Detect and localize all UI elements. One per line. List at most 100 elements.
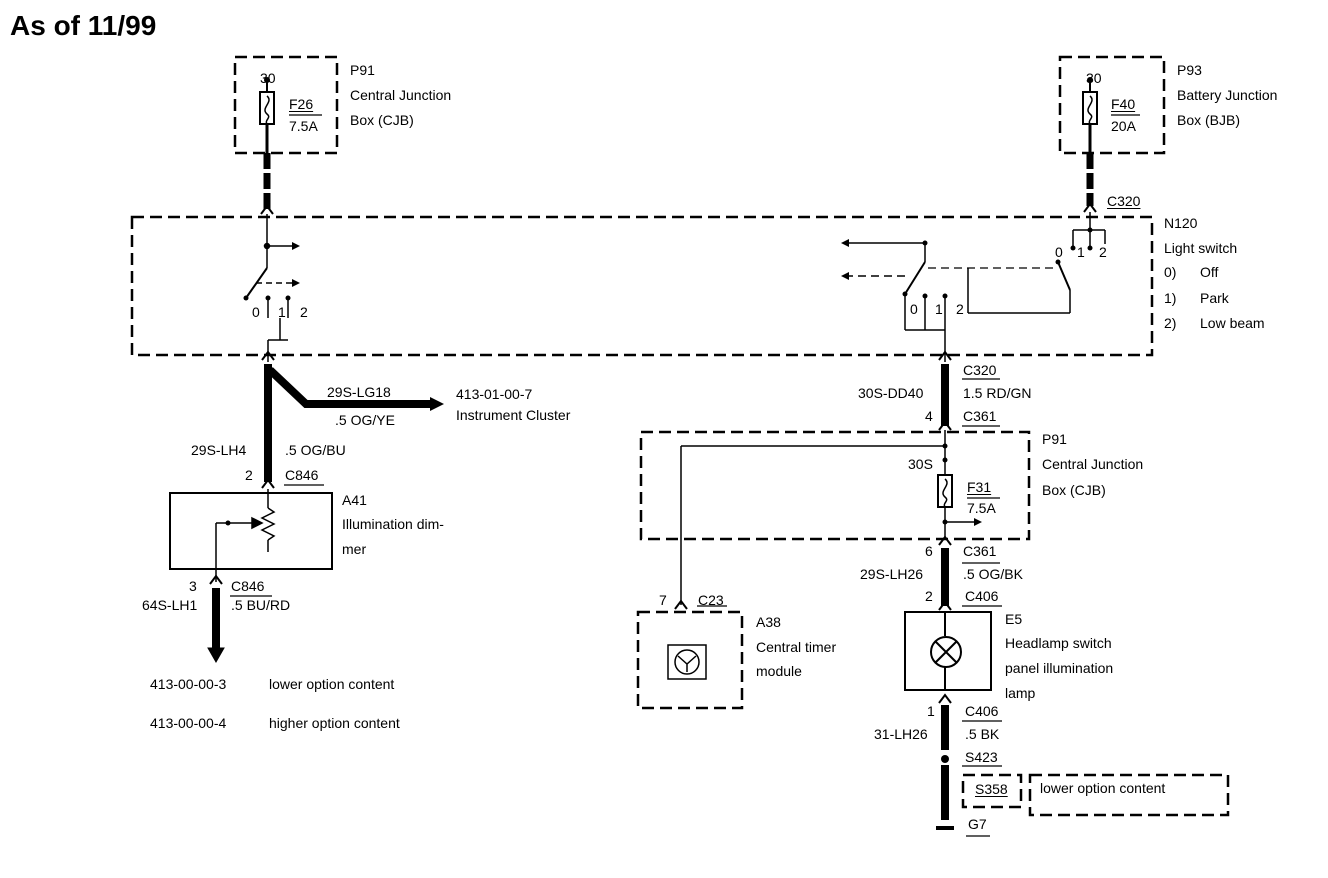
fuse-f40-symbol — [1082, 77, 1140, 153]
n120-id: N120 — [1164, 215, 1198, 231]
e5-box — [904, 611, 992, 691]
right-switch-pos-0: 0 — [910, 301, 918, 317]
a41-rheostat-symbol — [215, 489, 276, 582]
p91-top-box — [233, 55, 339, 155]
ref-code-0: 413-00-00-3 — [150, 676, 227, 692]
right-feed-connector-1: C320 — [963, 362, 997, 378]
right-switch-pos-1: 1 — [935, 301, 943, 317]
right-feed-wire — [938, 350, 952, 431]
dimmer-feed-wire-label: .5 OG/BU — [285, 442, 346, 458]
left-switch-symbol — [245, 214, 300, 362]
lamp-feed-wire-label: .5 OG/BK — [963, 566, 1023, 582]
legend-label-1: Park — [1200, 290, 1229, 306]
ground-g7: G7 — [968, 816, 987, 832]
p91-top-rating: 7.5A — [289, 118, 318, 134]
ref-text-1: higher option content — [269, 715, 400, 731]
rotary-pos-0: 0 — [1055, 244, 1063, 260]
legend-num-1: 1) — [1164, 290, 1177, 306]
ref-text-0: lower option content — [269, 676, 395, 692]
right-switch-pos-2: 2 — [956, 301, 964, 317]
rotary-pos-1: 1 — [1077, 244, 1085, 260]
p91-mid-fuse: F31 — [967, 479, 992, 495]
dimmer-out-wire: .5 BU/RD — [231, 597, 291, 613]
lamp-symbol — [930, 612, 962, 690]
a38-name-2: module — [756, 663, 802, 679]
ground-connector: C406 — [965, 703, 999, 719]
p93-fuse: F40 — [1111, 96, 1136, 112]
fuse-f26-symbol — [259, 77, 322, 153]
dimmer-feed-wire — [261, 350, 444, 489]
p91-mid-name-2: Box (CJB) — [1042, 482, 1106, 498]
right-feed-pin: 4 — [925, 408, 933, 424]
rotary-pos-2: 2 — [1099, 244, 1107, 260]
a38-pin: 7 — [659, 592, 667, 608]
cluster-circuit: 29S-LG18 — [327, 384, 391, 400]
cluster-dest: Instrument Cluster — [456, 407, 571, 423]
a38-box — [636, 610, 744, 710]
left-switch-pos-2: 2 — [300, 304, 308, 320]
p91-top-name-1: Central Junction — [350, 87, 452, 103]
p91-top-fuse: F26 — [289, 96, 314, 112]
n120-connector-top: C320 — [1107, 193, 1141, 209]
right-feed-circuit: 30S-DD40 — [858, 385, 924, 401]
ground-circuit: 31-LH26 — [874, 726, 928, 742]
a38-timer-symbol — [667, 644, 707, 680]
s358-box — [961, 773, 1023, 809]
ref-code-1: 413-00-00-4 — [150, 715, 227, 731]
p93-name-2: Box (BJB) — [1177, 112, 1241, 128]
lamp-feed-connector-1: C361 — [963, 543, 997, 559]
page-title: As of 11/99 — [10, 10, 157, 41]
dimmer-out-connector: C846 — [231, 578, 265, 594]
s358-note-box — [1028, 773, 1230, 817]
legend-label-2: Low beam — [1200, 315, 1265, 331]
fuse-f31-symbol — [680, 430, 1000, 605]
p93-pin: 30 — [1086, 70, 1102, 86]
lamp-feed-circuit: 29S-LH26 — [860, 566, 924, 582]
cluster-ref: 413-01-00-7 — [456, 386, 533, 402]
p91-top-pin: 30 — [260, 70, 276, 86]
e5-name-1: Headlamp switch — [1005, 635, 1112, 651]
cluster-wire: .5 OG/YE — [335, 412, 395, 428]
e5-id: E5 — [1005, 611, 1023, 627]
dimmer-feed-circuit: 29S-LH4 — [191, 442, 247, 458]
p91-mid-name-1: Central Junction — [1042, 456, 1144, 472]
ground-pin: 1 — [927, 703, 935, 719]
p91-mid-box — [639, 430, 1031, 541]
ground-wire-label: .5 BK — [965, 726, 1000, 742]
a41-box — [169, 492, 333, 570]
a41-name-1: Illumination dim- — [342, 516, 444, 532]
e5-name-3: lamp — [1005, 685, 1036, 701]
p93-id: P93 — [1177, 62, 1202, 78]
legend-label-0: Off — [1200, 264, 1219, 280]
p91-mid-id: P91 — [1042, 431, 1067, 447]
p91-top-id: P91 — [350, 62, 375, 78]
p93-box — [1058, 55, 1166, 155]
p91-mid-pin: 30S — [908, 456, 933, 472]
splice-s423: S423 — [965, 749, 998, 765]
lamp-feed-pin-2: 2 — [925, 588, 933, 604]
lamp-feed-wire — [938, 535, 952, 611]
right-switch-symbol — [841, 212, 1106, 362]
ground-wire — [936, 693, 954, 830]
e5-name-2: panel illumination — [1005, 660, 1114, 676]
right-feed-wire-label: 1.5 RD/GN — [963, 385, 1032, 401]
a38-name-1: Central timer — [756, 639, 837, 655]
left-switch-pos-1: 1 — [278, 304, 286, 320]
legend-num-2: 2) — [1164, 315, 1177, 331]
a41-name-2: mer — [342, 541, 367, 557]
lamp-feed-pin-1: 6 — [925, 543, 933, 559]
n120-box — [130, 215, 1154, 357]
legend-num-0: 0) — [1164, 264, 1177, 280]
dimmer-feed-pin: 2 — [245, 467, 253, 483]
dimmer-feed-connector: C846 — [285, 467, 319, 483]
dimmer-out-pin: 3 — [189, 578, 197, 594]
a38-id: A38 — [756, 614, 781, 630]
a41-id: A41 — [342, 492, 367, 508]
dimmer-out-circuit: 64S-LH1 — [142, 597, 198, 613]
left-switch-pos-0: 0 — [252, 304, 260, 320]
dimmer-out-wire — [207, 574, 225, 664]
n120-name: Light switch — [1164, 240, 1238, 256]
lamp-feed-connector-2: C406 — [965, 588, 999, 604]
p93-rating: 20A — [1111, 118, 1136, 134]
